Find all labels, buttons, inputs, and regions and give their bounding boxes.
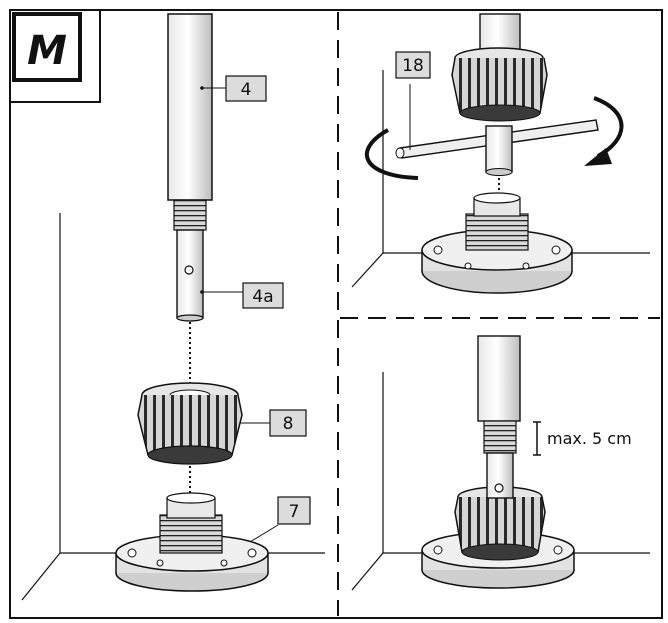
svg-text:4a: 4a bbox=[252, 287, 273, 307]
key-tool bbox=[395, 119, 599, 176]
rotation-arrow-right bbox=[584, 96, 624, 166]
nut-part bbox=[137, 382, 243, 465]
panel-frame bbox=[9, 9, 663, 619]
step-label: M bbox=[27, 28, 67, 74]
nut-part-bottom-right bbox=[454, 486, 546, 561]
callout-rod: 4 bbox=[225, 75, 267, 102]
rod-part-bottom-right bbox=[477, 335, 521, 499]
callout-nut: 8 bbox=[269, 409, 307, 437]
rod-part bbox=[167, 13, 213, 322]
callout-key: 18 bbox=[395, 51, 431, 79]
measurement-indicator: max. 5 cm bbox=[533, 421, 632, 456]
svg-text:4: 4 bbox=[241, 80, 252, 100]
rotation-arrow-left bbox=[364, 128, 419, 180]
base-part-top-right bbox=[421, 192, 573, 294]
svg-text:18: 18 bbox=[402, 56, 424, 76]
callout-base: 7 bbox=[277, 496, 311, 525]
leader-lines-left bbox=[202, 87, 279, 549]
step-label-box: M bbox=[12, 12, 82, 82]
callout-rod-end: 4a bbox=[242, 282, 284, 309]
svg-text:7: 7 bbox=[289, 502, 300, 522]
base-part bbox=[115, 492, 269, 592]
measurement-label: max. 5 cm bbox=[547, 429, 632, 448]
svg-text:8: 8 bbox=[283, 414, 294, 434]
rod-with-nut bbox=[451, 13, 548, 122]
